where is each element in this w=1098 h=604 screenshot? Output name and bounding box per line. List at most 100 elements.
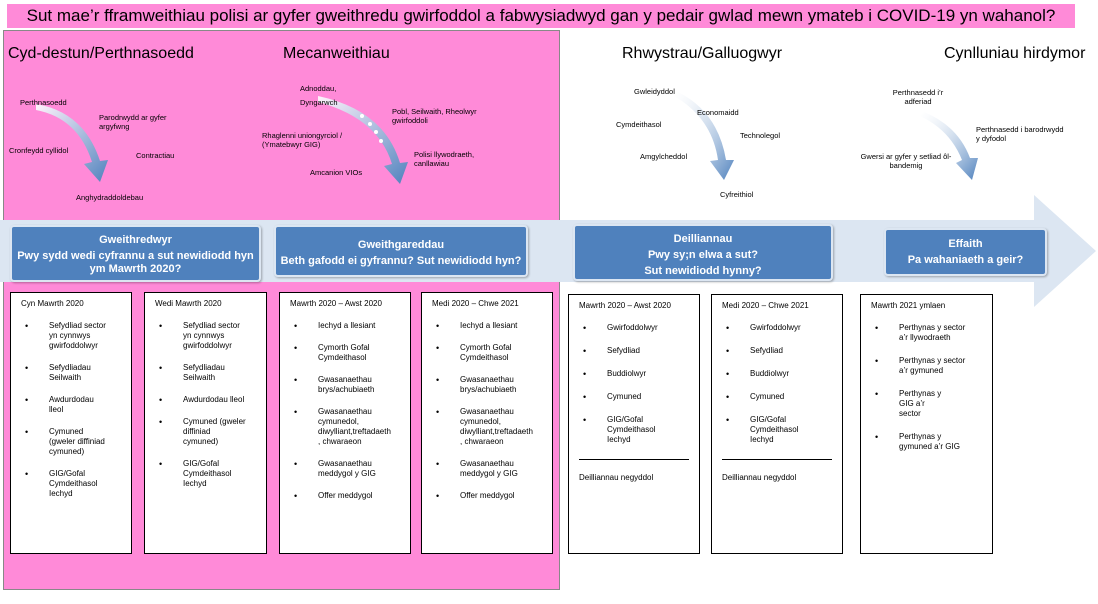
list-item: Perthynas y GIG a’r sector (861, 389, 992, 419)
list-item: Perthynas y gymuned a’r GIG (861, 432, 992, 452)
list-item: Buddiolwyr (712, 369, 842, 379)
box-actors: Gweithredwyr Pwy sydd wedi cyfrannu a su… (10, 225, 261, 282)
column-list: Gwirfoddolwyr Sefydliad Buddiolwyr Cymun… (569, 323, 699, 458)
box-impact: Effaith Pa wahaniaeth a geir? (884, 228, 1047, 276)
negative-outcomes-label: Deilliannau negyddol (722, 473, 797, 482)
label-dyngarwch: Dyngarwch (300, 98, 338, 107)
list-item: Sefydliad sector yn cynnwys gwirfoddolwy… (145, 321, 266, 351)
heading-longterm: Cynlluniau hirdymor (944, 45, 1086, 62)
page-title: Sut mae’r fframweithiau polisi ar gyfer … (7, 4, 1075, 28)
divider (579, 459, 689, 460)
column-list: Perthynas y sector a’r llywodraeth Perth… (861, 323, 992, 465)
label-technolegol: Technolegol (740, 131, 781, 140)
column-outcomes-2021: Medi 2020 – Chwe 2021 Gwirfoddolwyr Sefy… (711, 294, 843, 554)
negative-outcomes-label: Deilliannau negyddol (579, 473, 654, 482)
list-item: Iechyd a llesiant (422, 321, 552, 331)
box-actors-line2: ym Mawrth 2020? (89, 263, 182, 275)
list-item: Gwirfoddolwyr (712, 323, 842, 333)
column-title: Medi 2020 – Chwe 2021 (722, 301, 809, 310)
label-perthnasedd-dyfodol: Perthnasedd i barodrwydd y dyfodol (976, 125, 1064, 143)
box-impact-title: Effaith (948, 238, 983, 250)
list-item: Gwasanaethau cymunedol, diwylliant,treft… (280, 407, 410, 447)
column-list: Iechyd a llesiant Cymorth Gofal Cymdeith… (422, 321, 552, 513)
box-activities-title: Gweithgareddau (357, 239, 445, 251)
list-item: GIG/Gofal Cymdeithasol Iechyd (712, 415, 842, 445)
list-item: GIG/Gofal Cymdeithasol Iechyd (11, 469, 131, 499)
list-item: Awdurdodau lleol (11, 395, 131, 415)
column-list: Gwirfoddolwyr Sefydliad Buddiolwyr Cymun… (712, 323, 842, 458)
label-cyfreithiol: Cyfreithiol (720, 190, 754, 199)
label-perthnasedd-adferiad: Perthnasedd i’r adferiad (892, 88, 944, 106)
box-outcomes-title: Deilliannau (673, 233, 733, 245)
label-gwersi: Gwersi ar gyfer y setliad ôl-bandemig (860, 152, 952, 170)
list-item: Iechyd a llesiant (280, 321, 410, 331)
label-rhaglenni: Rhaglenni uniongyrciol / (Ymatebwyr GIG) (262, 131, 343, 149)
list-item: Cymuned (gweler diffiniad cymuned) (145, 417, 266, 447)
list-item: Gwasanaethau meddygol y GIG (280, 459, 410, 479)
box-outcomes: Deilliannau Pwy sy;n elwa a sut? Sut new… (573, 224, 833, 281)
column-cyn-mawrth-2020: Cyn Mawrth 2020 Sefydliad sector yn cynn… (10, 292, 132, 554)
column-outcomes-2020: Mawrth 2020 – Awst 2020 Gwirfoddolwyr Se… (568, 294, 700, 554)
column-title: Medi 2020 – Chwe 2021 (432, 299, 519, 308)
heading-barriers: Rhwystrau/Galluogwyr (622, 45, 783, 62)
list-item: Cymuned (gweler diffiniad cymuned) (11, 427, 131, 457)
column-title: Mawrth 2020 – Awst 2020 (579, 301, 671, 310)
list-item: GIG/Gofal Cymdeithasol Iechyd (145, 459, 266, 489)
list-item: Buddiolwyr (569, 369, 699, 379)
label-amcanion: Amcanion VIOs (310, 168, 363, 177)
label-gwleidyddol: Gwleidyddol (634, 87, 675, 96)
column-list: Sefydliad sector yn cynnwys gwirfoddolwy… (11, 321, 131, 511)
box-activities: Gweithgareddau Beth gafodd ei gyfrannu? … (274, 225, 528, 277)
label-amgylcheddol: Amgylcheddol (640, 152, 688, 161)
list-item: Sefydliad sector yn cynnwys gwirfoddolwy… (11, 321, 131, 351)
label-contractiau: Contractiau (136, 151, 175, 160)
list-item: Gwasanaethau brys/achubiaeth (280, 375, 410, 395)
heading-mechanisms: Mecanweithiau (283, 45, 390, 62)
column-list: Sefydliad sector yn cynnwys gwirfoddolwy… (145, 321, 266, 501)
list-item: Sefydliad (569, 346, 699, 356)
column-activities-2020: Mawrth 2020 – Awst 2020 Iechyd a llesian… (279, 292, 411, 554)
list-item: Cymuned (712, 392, 842, 402)
list-item: Offer meddygol (280, 491, 410, 501)
label-economaidd: Economaidd (697, 108, 739, 117)
column-wedi-mawrth-2020: Wedi Mawrth 2020 Sefydliad sector yn cyn… (144, 292, 267, 554)
label-pobl: Pobl, Seilwaith, Rheolwyr gwirfoddoli (392, 107, 477, 125)
heading-context: Cyd-destun/Perthnasoedd (8, 45, 194, 62)
box-impact-line1: Pa wahaniaeth a geir? (907, 254, 1024, 266)
box-actors-title: Gweithredwyr (99, 234, 172, 246)
box-outcomes-line2: Sut newidiodd hynny? (644, 265, 762, 277)
list-item: Cymorth Gofal Cymdeithasol (422, 343, 552, 363)
list-item: Awdurdodau lleol (145, 395, 266, 405)
label-cymdeithasol: Cymdeithasol (616, 120, 662, 129)
list-item: Cymuned (569, 392, 699, 402)
label-parodrwydd: Parodrwydd ar gyfer argyfwng (99, 113, 167, 131)
column-list: Iechyd a llesiant Cymorth Gofal Cymdeith… (280, 321, 410, 513)
list-item: Gwasanaethau meddygol y GIG (422, 459, 552, 479)
list-item: Sefydliadau Seilwaith (11, 363, 131, 383)
list-item: Cymorth Gofal Cymdeithasol (280, 343, 410, 363)
list-item: Perthynas y sector a’r gymuned (861, 356, 992, 376)
list-item: Sefydliadau Seilwaith (145, 363, 266, 383)
list-item: Perthynas y sector a’r llywodraeth (861, 323, 992, 343)
label-adnoddau: Adnoddau, (300, 84, 337, 93)
column-title: Mawrth 2020 – Awst 2020 (290, 299, 382, 308)
column-title: Cyn Mawrth 2020 (21, 299, 84, 308)
list-item: Gwasanaethau cymunedol, diwylliant,treft… (422, 407, 552, 447)
box-outcomes-line1: Pwy sy;n elwa a sut? (647, 249, 759, 261)
list-item: Gwirfoddolwyr (569, 323, 699, 333)
list-item: GIG/Gofal Cymdeithasol Iechyd (569, 415, 699, 445)
box-activities-line1: Beth gafodd ei gyfrannu? Sut newidiodd h… (280, 255, 522, 267)
list-item: Sefydliad (712, 346, 842, 356)
box-actors-line1: Pwy sydd wedi cyfrannu a sut newidiodd h… (17, 250, 254, 262)
label-anghydraddoldebau: Anghydraddoldebau (76, 193, 144, 202)
column-title: Wedi Mawrth 2020 (155, 299, 222, 308)
label-cronfeydd: Cronfeydd cyllidol (9, 146, 69, 155)
column-activities-2021: Medi 2020 – Chwe 2021 Iechyd a llesiant … (421, 292, 553, 554)
label-polisi: Polisi llywodraeth, canllawiau (414, 150, 475, 168)
label-perthnasoedd: Perthnasoedd (20, 98, 67, 107)
column-title: Mawrth 2021 ymlaen (871, 301, 946, 310)
column-impact-2021: Mawrth 2021 ymlaen Perthynas y sector a’… (860, 294, 993, 554)
divider (722, 459, 832, 460)
list-item: Gwasanaethau brys/achubiaeth (422, 375, 552, 395)
